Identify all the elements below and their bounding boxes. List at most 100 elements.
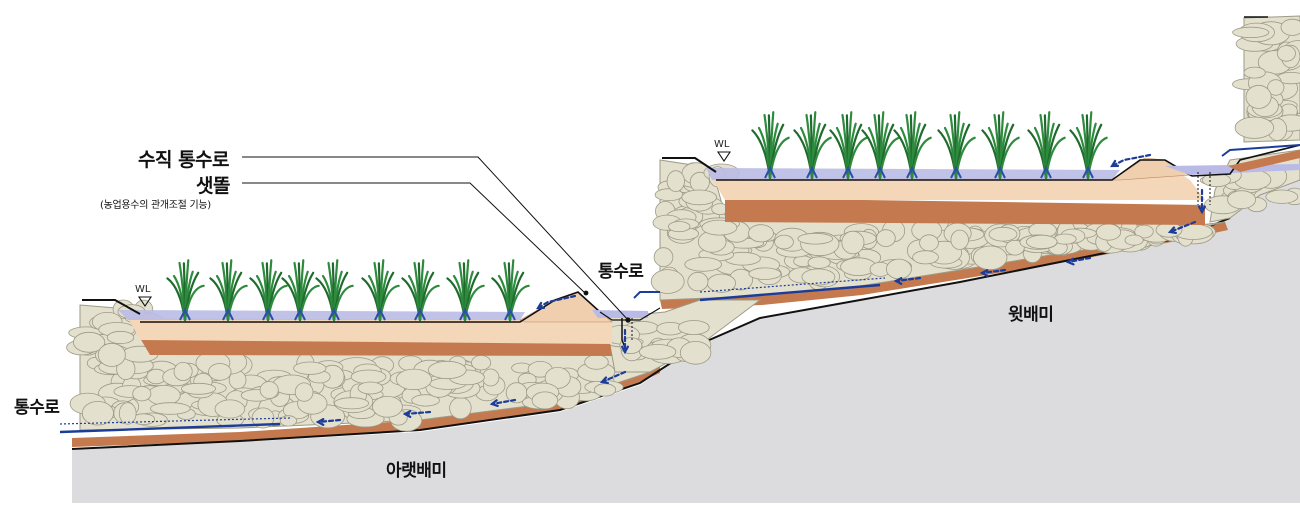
dashed-arrow-icon [490,398,517,406]
stone [1234,116,1275,139]
stone [106,330,135,345]
stone [1267,79,1285,96]
rice-plant-icon [1069,111,1108,180]
stone [81,401,114,426]
stone [1243,66,1266,79]
stone [841,230,865,255]
upper-drain-line [699,283,881,302]
bedrock [72,180,1300,503]
rice-plant-icon [829,111,868,180]
stone [259,381,279,399]
stone [774,234,794,250]
vertical-channel-2 [1197,172,1211,205]
stone [1155,222,1183,238]
dashed-arrow-icon [536,294,577,310]
arrow-head [489,399,499,407]
dashed-arrow-icon [600,370,627,384]
stone [973,245,1008,270]
stone [1095,223,1122,241]
stone [1005,239,1025,256]
dashed-arrow-icon [980,268,1007,275]
leader-saetdol [242,182,586,294]
arrow-head [315,418,325,426]
stone [681,189,717,206]
rice-plant-icon [1027,111,1066,180]
arrow-head [621,345,629,355]
stone [371,395,403,418]
label-saetdol: 샛똘 [196,175,230,197]
rice-plant-icon [166,259,205,322]
upper-drain-dots [699,277,886,293]
rice-plant-icon [401,259,440,322]
stone [707,273,737,293]
stone [150,402,191,415]
stone [294,382,314,402]
rice-plant-icon [361,259,400,322]
arrow-head [599,376,609,384]
stone [1276,45,1296,62]
stone [919,234,939,252]
arrow-head [1110,159,1120,168]
stone [146,384,181,406]
flow-arrows [315,153,1206,426]
stone [684,257,722,272]
rice-plants [166,111,1108,322]
triangle-down-icon [716,151,732,162]
rice-plant-icon [793,111,832,180]
lower-bottom-line [71,343,701,450]
stone [666,170,685,192]
stone [912,250,939,265]
stone [411,394,440,407]
stone [531,391,559,410]
stone [668,221,691,233]
upper-surface-line [716,159,1193,181]
stone [333,397,370,410]
triangle-down-icon [137,296,153,307]
arrow-head [402,410,412,418]
stone [797,232,834,245]
stone [471,355,492,371]
dashed-arrow-icon [894,276,922,283]
rice-plant-icon [751,111,790,180]
stone [988,226,1018,242]
stone [748,267,782,280]
label-wl-right: WL [714,139,730,150]
stone [482,368,500,387]
stone [593,383,617,397]
stone [677,320,710,335]
stone [208,363,232,381]
rice-plant-icon [249,259,288,322]
arrow-head [893,277,903,285]
stone [619,337,643,355]
dashed-arrow-icon [1066,256,1092,264]
stone [1232,26,1270,39]
stone [1134,224,1154,239]
rice-plant-icon [209,259,248,322]
stone [449,396,472,420]
stone [807,256,831,269]
stone [801,268,836,286]
rice-plant-icon [446,259,485,322]
mid-flow-line [633,291,660,299]
label-channel-mid: 통수로 [598,262,644,282]
label-saetdol-note: (농업용수의 관개조절 기능) [100,200,211,211]
label-wl-left: WL [135,284,151,295]
lower-drain-line [59,422,281,434]
arrow-head [1065,257,1075,266]
stone [687,271,709,292]
rice-plant-icon [981,111,1020,180]
right-flow-line [1221,144,1300,157]
stone [886,258,912,280]
stone [350,369,387,385]
upper-subsoil-layer [725,198,1205,225]
stone [279,415,297,427]
label-upper-paddy: 윗배미 [1008,305,1054,325]
rice-plant-icon [281,259,320,322]
stone [132,386,152,402]
label-channel-left: 통수로 [14,398,60,418]
leader-vertical-channel [242,156,629,321]
dashed-arrow-icon [1168,220,1197,234]
arrow-head [1167,226,1177,234]
arrow-head [979,269,989,277]
stone [701,219,738,236]
